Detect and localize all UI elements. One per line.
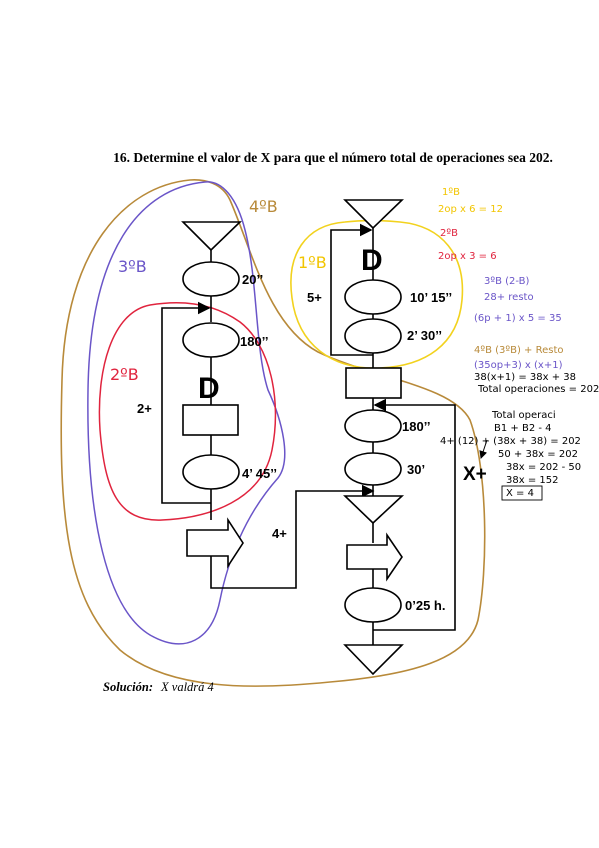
note-total-line6: X = 4 — [506, 488, 534, 499]
solution-line: Solución: X valdrá 4 — [103, 678, 214, 695]
note-pointer-arrow — [479, 439, 488, 459]
note-total-head: Total operaci — [491, 410, 556, 421]
right-loop-line — [330, 223, 373, 356]
left-to-right-link — [210, 484, 375, 589]
right-operation-1 — [344, 279, 402, 315]
note-b2-head: 2ºB — [440, 228, 458, 239]
right-start-storage-triangle — [343, 199, 404, 230]
note-total-line3: 50 + 38x = 202 — [498, 449, 578, 460]
link-count: 4+ — [272, 526, 287, 541]
right-storage-d: D — [361, 244, 383, 277]
note-b4-line2: 38(x+1) = 38x + 38 — [474, 372, 576, 383]
right-inspection-box — [345, 367, 402, 399]
solution-label: Solución: — [103, 680, 153, 694]
right-operation-4 — [344, 452, 402, 486]
left-transport-arrow — [186, 517, 244, 569]
left-op3-time: 4’ 45’’ — [242, 466, 277, 481]
note-total-line1: B1 + B2 - 4 — [494, 423, 552, 434]
right-op1-time: 10’ 15’’ — [410, 290, 452, 305]
note-b1-calc: 2op x 6 = 12 — [438, 204, 503, 215]
right-loop-count: 5+ — [307, 290, 322, 305]
note-b3-calc: (6p + 1) x 5 = 35 — [474, 313, 562, 324]
left-inspection-box — [182, 404, 239, 436]
right-op3-time: 180’’ — [402, 419, 430, 434]
annotation-circle-b1 — [290, 219, 464, 369]
note-b4-head: 4ºB (3ºB) + Resto — [474, 345, 564, 356]
note-result-box — [501, 485, 543, 501]
right-operation-5 — [344, 587, 402, 623]
circle-label-b4: 4ºB — [249, 197, 278, 216]
solution-text: X valdrá 4 — [160, 680, 214, 694]
circle-label-b3: 3ºB — [118, 257, 147, 276]
annotation-circle-b4 — [60, 179, 486, 687]
left-storage-d: D — [198, 372, 220, 405]
left-op1-time: 20’’ — [242, 272, 263, 287]
right-transport-arrow — [346, 532, 403, 582]
note-b3-line: 28+ resto — [484, 292, 534, 303]
annotation-circle-b2 — [98, 301, 277, 521]
right-x-loop-line — [373, 398, 456, 631]
note-total-line2: 4+ (12) + (38x + 38) = 202 — [440, 436, 581, 447]
right-op5-time: 0’25 h. — [405, 598, 445, 613]
note-total-line5: 38x = 152 — [506, 475, 558, 486]
note-b3-head: 3ºB (2-B) — [484, 276, 529, 287]
right-operation-3 — [344, 409, 402, 443]
note-b4-line3: Total operaciones = 202 — [477, 384, 599, 395]
exercise-title: 16. Determine el valor de X para que el … — [113, 150, 553, 165]
right-op2-time: 2’ 30’’ — [407, 328, 442, 343]
right-operation-2 — [344, 318, 402, 354]
note-b1-head: 1ºB — [442, 187, 460, 198]
note-b2-calc: 2op x 3 = 6 — [438, 251, 497, 262]
right-x-loop-count: X+ — [463, 464, 487, 485]
left-start-storage-triangle — [181, 221, 242, 252]
note-total-line4: 38x = 202 - 50 — [506, 462, 581, 473]
left-loop-line — [161, 301, 211, 504]
left-op2-time: 180’’ — [240, 334, 268, 349]
left-operation-2 — [182, 322, 240, 358]
circle-label-b1: 1ºB — [298, 253, 327, 272]
left-operation-1 — [182, 261, 240, 297]
right-op4-time: 30’ — [407, 462, 425, 477]
circle-label-b2: 2ºB — [110, 365, 139, 384]
right-end-storage-triangle — [343, 644, 404, 676]
right-mid-storage-triangle — [343, 495, 405, 525]
left-operation-3 — [182, 454, 240, 490]
annotation-circle-b3 — [87, 181, 286, 645]
left-loop-count: 2+ — [137, 401, 152, 416]
note-b4-line1: (35op+3) x (x+1) — [474, 360, 563, 371]
